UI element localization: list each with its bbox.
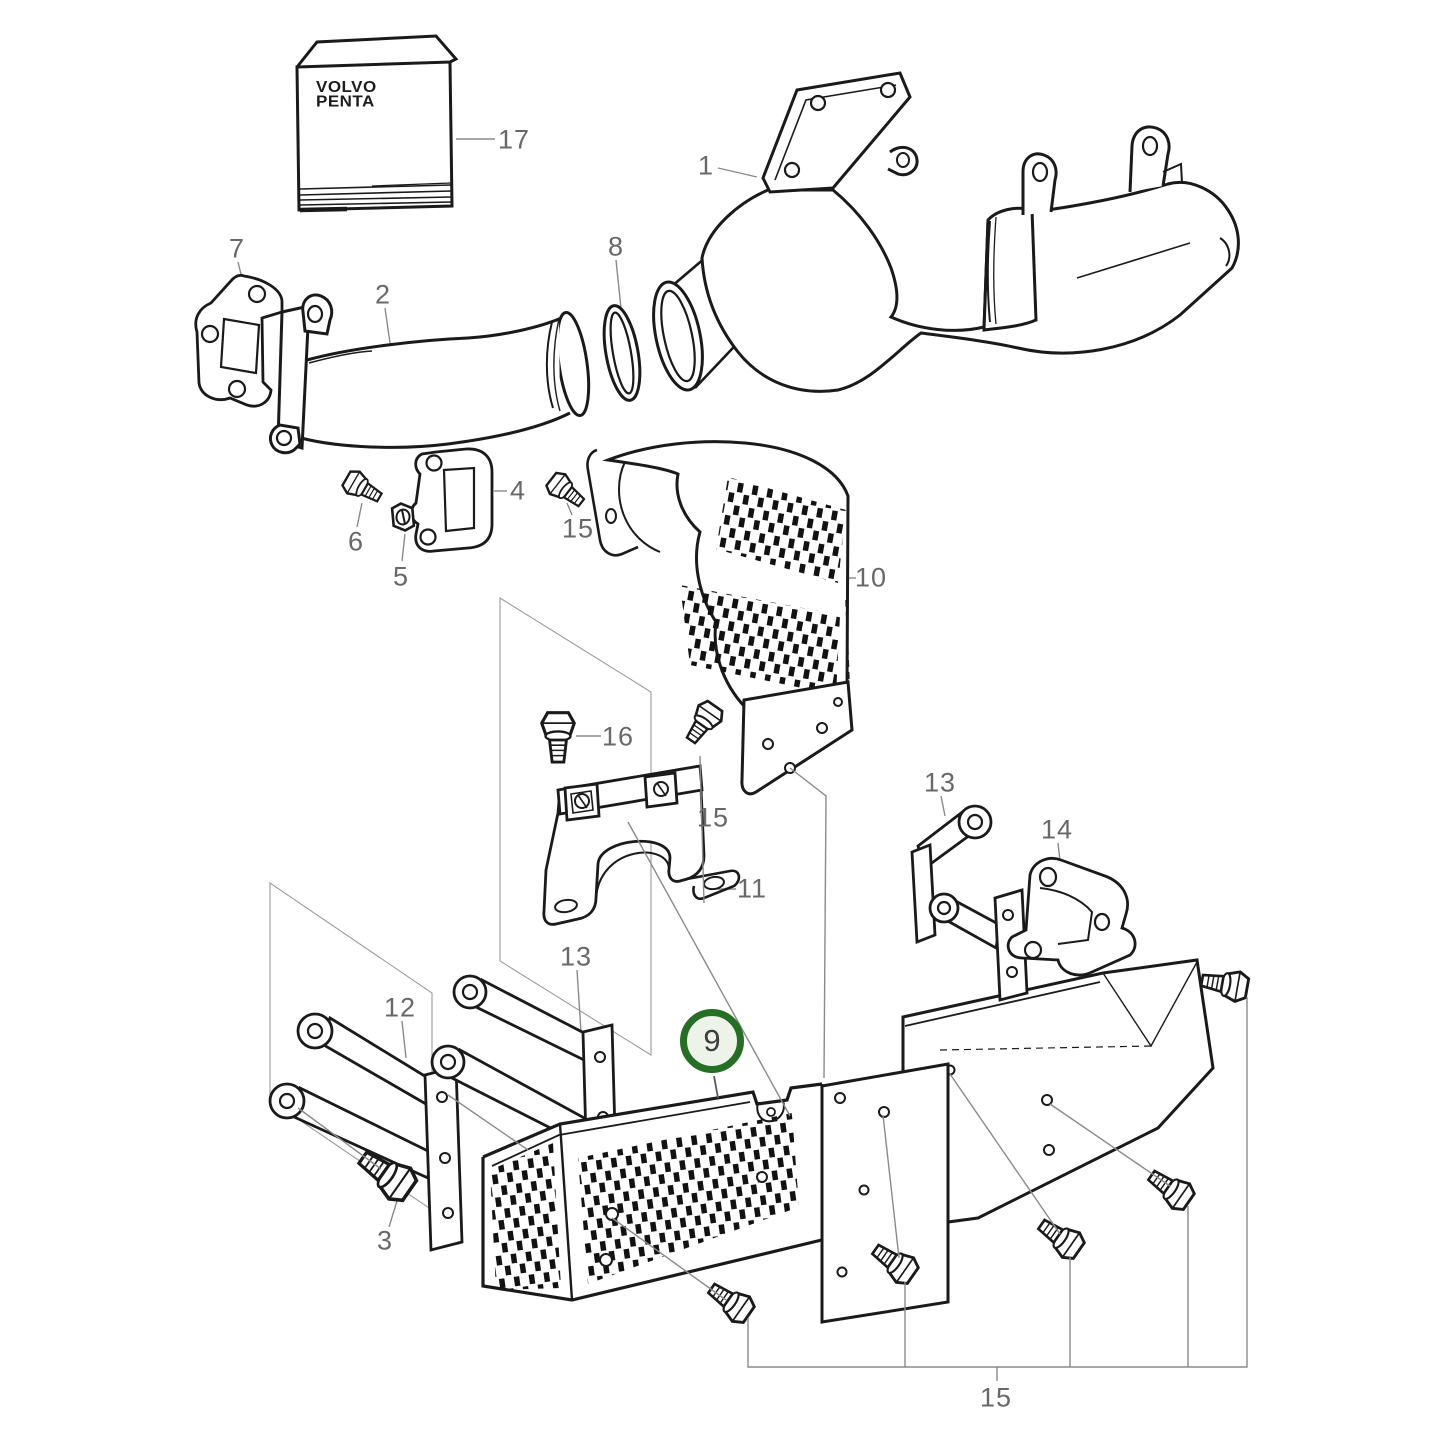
part-8-sealing-ring — [602, 304, 642, 402]
brand-line1: VOLVO — [316, 79, 377, 96]
part-11-arch-bracket — [542, 764, 741, 926]
part-7-flange — [194, 273, 284, 408]
part-13-bracket-right — [910, 804, 1029, 1002]
part-16-bolt — [540, 711, 576, 764]
part-15-bolt-a — [701, 1274, 759, 1329]
part-15-bolt-c — [1031, 1210, 1089, 1265]
highlight-leader-line — [713, 1075, 719, 1099]
part-15-bolt-top — [542, 468, 591, 514]
part-9-heat-shield — [481, 1082, 832, 1302]
part-2-exhaust-elbow — [268, 293, 591, 455]
brand-logo: VOLVO PENTA — [316, 79, 377, 111]
brand-line2: PENTA — [316, 93, 375, 110]
part-15-bolt-d — [1141, 1161, 1199, 1216]
part-14-bracket — [1006, 857, 1137, 977]
part-15-bolt-e — [1198, 964, 1252, 1005]
part-6-bolt — [339, 466, 387, 510]
part-17-gasket-kit-box — [295, 34, 459, 213]
part-1-exhaust-manifold — [652, 71, 1240, 393]
part-15-bolt-middle — [678, 696, 728, 750]
leader-lines-over — [297, 755, 1248, 1381]
part-9-mounting-plate — [820, 1062, 950, 1324]
part-12-bracket — [268, 1012, 464, 1252]
part-10-heat-shield — [586, 440, 854, 796]
part-4-support-bracket — [409, 447, 494, 553]
